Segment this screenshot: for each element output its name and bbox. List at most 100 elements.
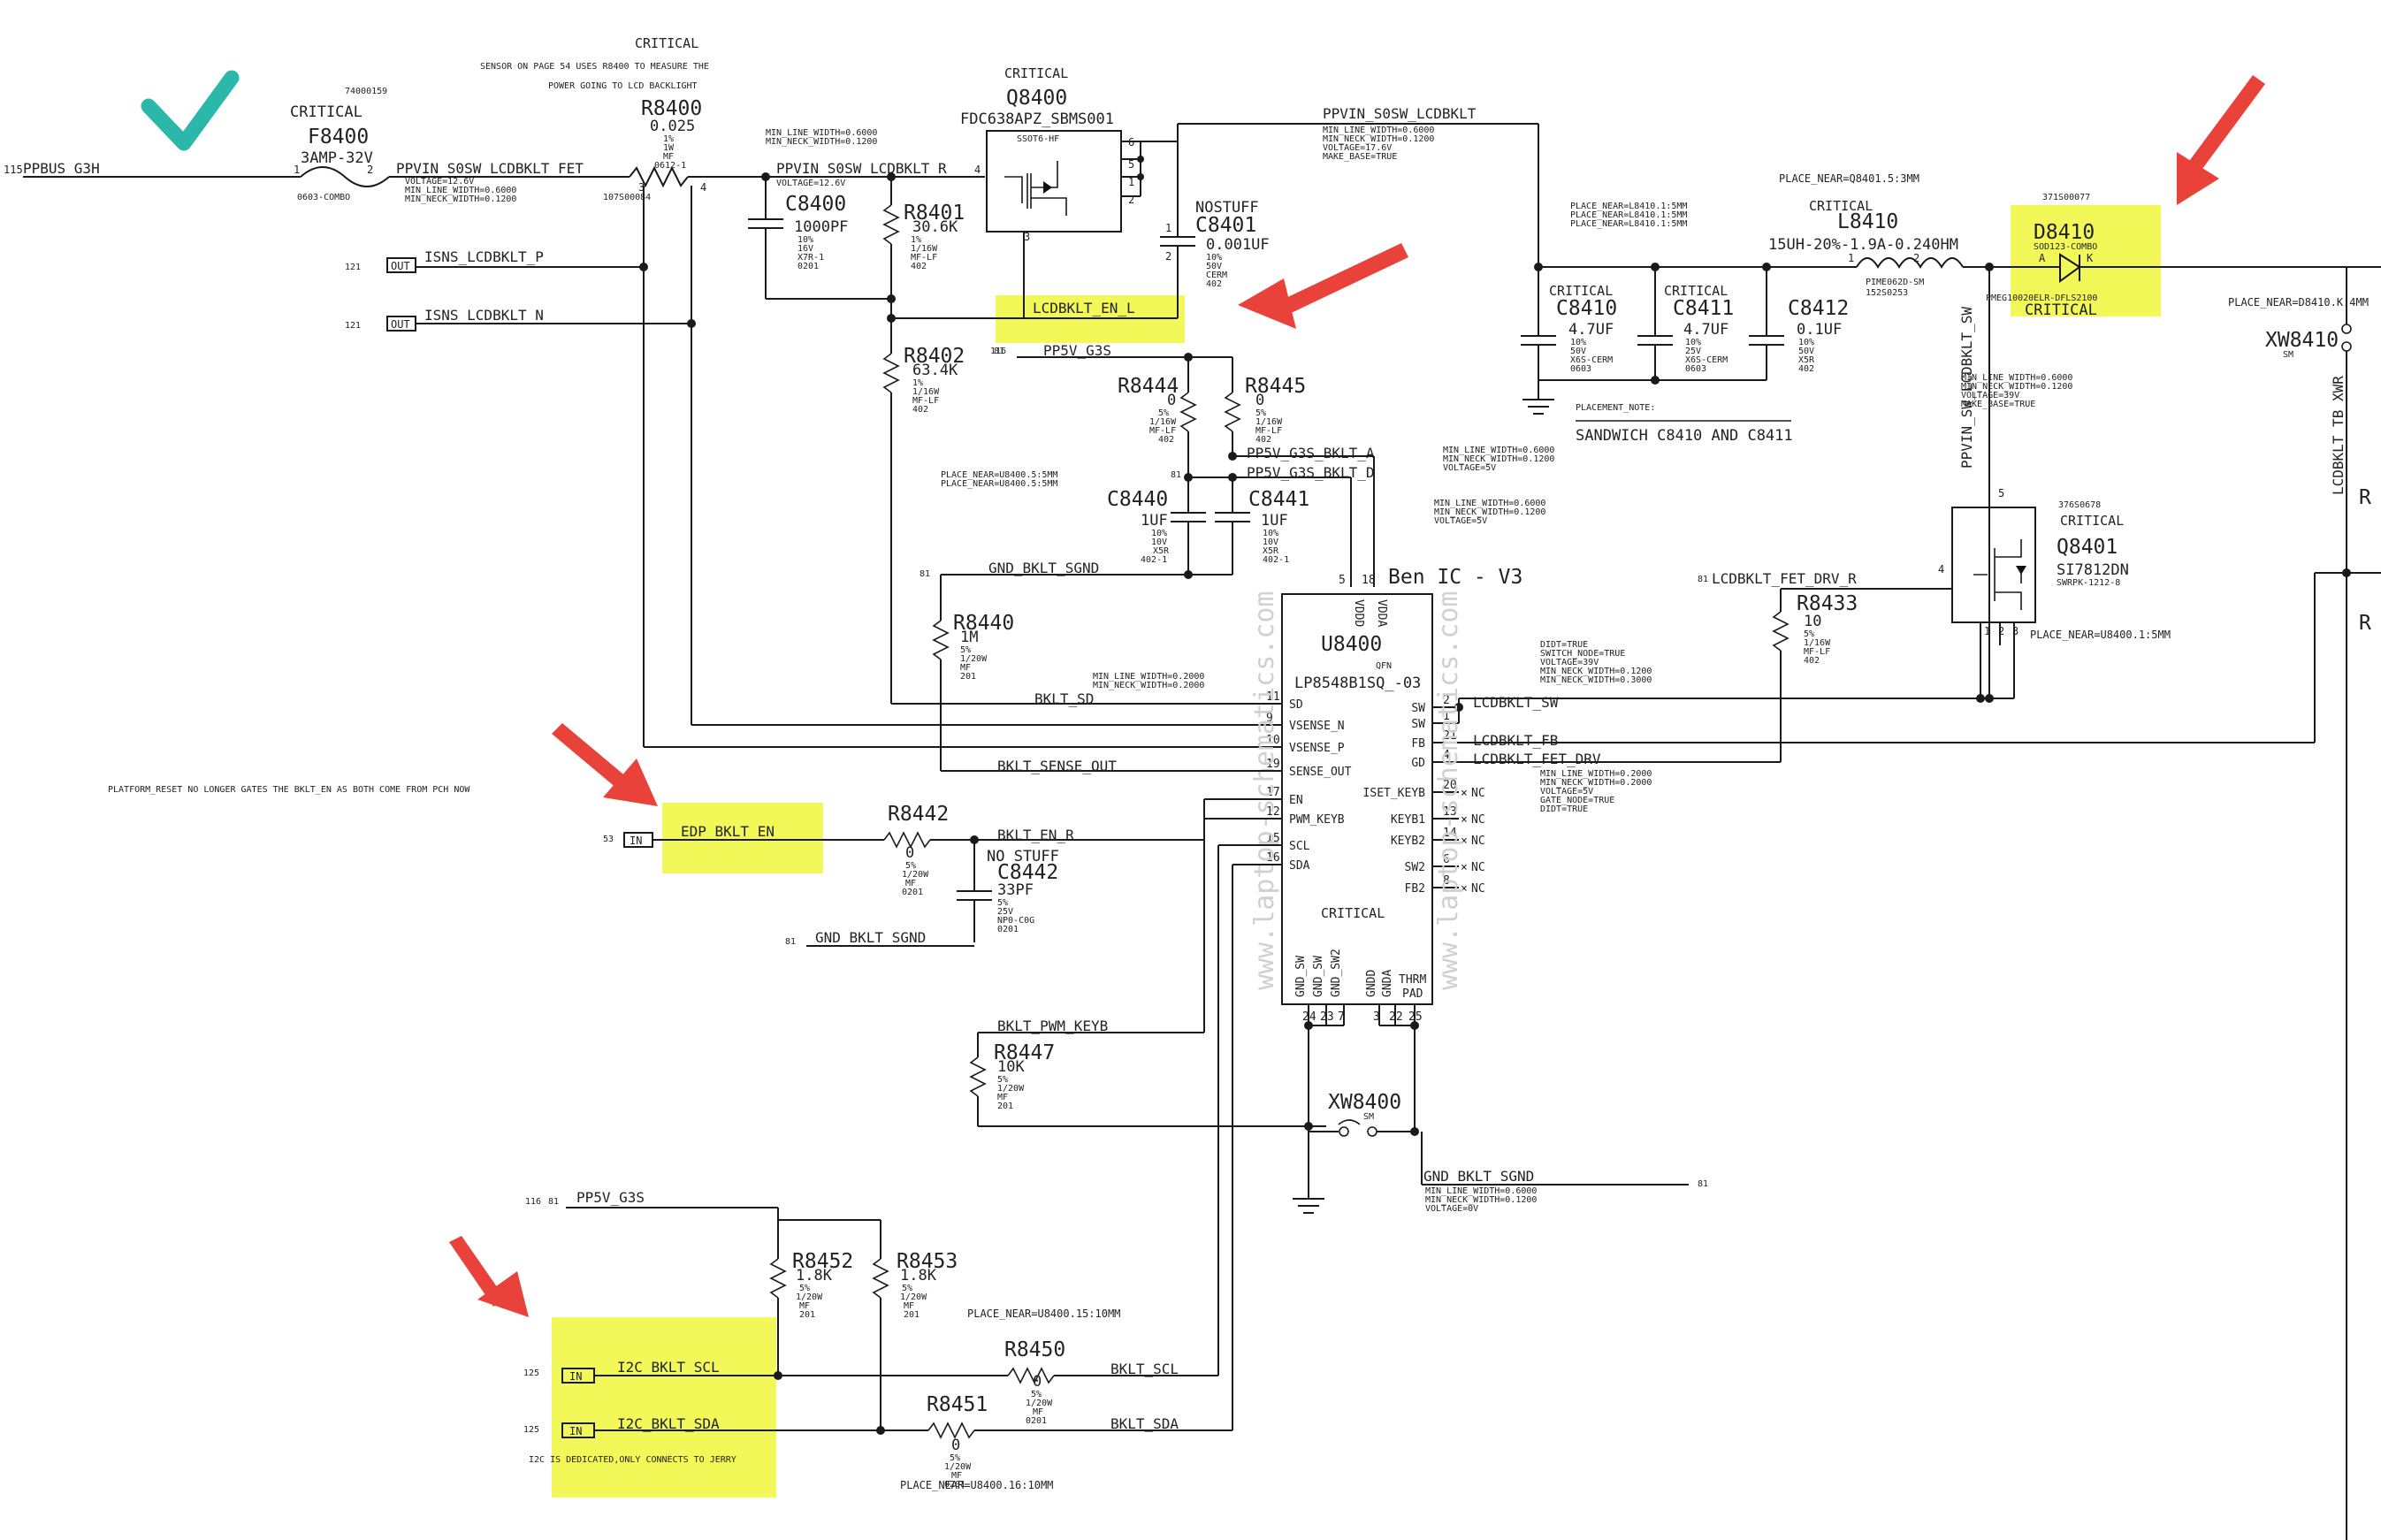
svg-text:121: 121: [345, 263, 361, 272]
svg-text:2: 2: [367, 164, 373, 176]
svg-text:1W: 1W: [663, 143, 675, 153]
svg-text:3: 3: [1024, 231, 1030, 243]
svg-text:33PF: 33PF: [997, 881, 1034, 899]
svg-text:402: 402: [912, 405, 928, 415]
net-isns-p: ISNS_LCDBKLT_P: [424, 248, 544, 265]
u8400-pin-number: 6: [1443, 853, 1450, 866]
mosfet-q8401: [1951, 507, 2036, 623]
svg-text:1M: 1M: [960, 629, 978, 646]
svg-text:MIN_NECK_WIDTH=0.1200: MIN_NECK_WIDTH=0.1200: [1443, 454, 1554, 464]
nc-mark-icon: ×: [1461, 835, 1468, 848]
u8400-pin-number: 19: [1266, 758, 1280, 771]
svg-text:R: R: [2359, 486, 2371, 509]
svg-text:402: 402: [1255, 435, 1271, 445]
svg-text:125: 125: [523, 1368, 539, 1378]
u8400-pin-name: SENSE_OUT: [1289, 766, 1352, 779]
u8400-pin-name: VSENSE_N: [1289, 720, 1345, 733]
svg-text:PLACE_NEAR=U8400.5:5MM: PLACE_NEAR=U8400.5:5MM: [941, 479, 1057, 489]
u8400-pin-name: GNDA: [1381, 970, 1394, 997]
svg-text:0: 0: [1167, 392, 1176, 409]
svg-text:PLACE_NEAR=U8400.15:10MM: PLACE_NEAR=U8400.15:10MM: [967, 1307, 1120, 1320]
svg-text:5: 5: [1128, 158, 1134, 171]
svg-text:PMEG10020ELR-DFLS2100: PMEG10020ELR-DFLS2100: [1986, 294, 2097, 303]
svg-text:10V: 10V: [1263, 537, 1278, 547]
svg-text:402: 402: [1798, 364, 1814, 374]
svg-text:MF: MF: [799, 1301, 810, 1311]
resistor-r8433: [1772, 611, 1790, 652]
svg-text:MIN_LINE_WIDTH=0.2000: MIN_LINE_WIDTH=0.2000: [1540, 769, 1652, 779]
svg-text:1.8K: 1.8K: [796, 1267, 833, 1285]
u8400-pin-number: 16: [1266, 851, 1280, 865]
svg-text:10%: 10%: [1263, 529, 1278, 538]
u8400-pin-name: THRM: [1399, 973, 1426, 987]
svg-text:1: 1: [1848, 252, 1854, 264]
svg-text:QFN: QFN: [1376, 661, 1392, 671]
net-lcdbklt-fb: LCDBKLT_FB: [1473, 732, 1558, 749]
svg-text:0201: 0201: [944, 1480, 965, 1490]
net-pp5v-d: PP5V_G3S_BKLT_D: [1247, 464, 1375, 481]
svg-text:2: 2: [1998, 625, 2004, 637]
svg-text:81: 81: [920, 569, 930, 579]
svg-text:MF: MF: [951, 1471, 962, 1481]
u8400-pin-number: 21: [1443, 729, 1457, 743]
highlight-d8410: [2011, 205, 2161, 316]
nc-label: NC: [1471, 813, 1485, 827]
svg-text:OUT: OUT: [391, 318, 410, 331]
svg-text:LP8548B1SQ_-03: LP8548B1SQ_-03: [1294, 675, 1421, 692]
nc-mark-icon: ×: [1461, 861, 1468, 874]
u8400-pin-number: 9: [1266, 712, 1273, 725]
svg-text:201: 201: [799, 1310, 815, 1320]
r8433-ref: R8433: [1797, 592, 1858, 615]
d8410-crit: CRITICAL: [2025, 301, 2097, 319]
svg-text:X5R: X5R: [1153, 546, 1170, 556]
red-arrow-icon: [1238, 243, 1408, 329]
net-gnd-sgnd: GND_BKLT_SGND: [815, 929, 926, 946]
svg-text:1/20W: 1/20W: [1026, 1399, 1053, 1408]
net-bklt-sd: BKLT_SD: [1034, 690, 1094, 707]
checkmark-icon: [141, 70, 240, 151]
highlight-i2c: [552, 1317, 776, 1498]
resistor-r8452: [769, 1258, 787, 1299]
svg-text:2: 2: [1165, 250, 1171, 263]
u8400-pin-name: VDDD: [1352, 599, 1365, 627]
svg-text:PLACE_NEAR=L8410.1:5MM: PLACE_NEAR=L8410.1:5MM: [1570, 210, 1687, 220]
resistor-r8444: [1179, 392, 1197, 432]
u8400-pin-number: 1: [1443, 710, 1450, 723]
svg-text:MIN_NECK_WIDTH=0.2000: MIN_NECK_WIDTH=0.2000: [1540, 778, 1652, 788]
svg-text:5%: 5%: [902, 1284, 912, 1293]
svg-text:FDC638APZ_SBMS001: FDC638APZ_SBMS001: [960, 111, 1114, 128]
svg-text:VOLTAGE=17.6V: VOLTAGE=17.6V: [1323, 143, 1392, 153]
svg-text:VOLTAGE=39V: VOLTAGE=39V: [1540, 658, 1599, 667]
c8411-crit: CRITICAL: [1664, 283, 1728, 299]
u8400-pin-number: 13: [1443, 805, 1457, 819]
u8400-pin-name: GND_SW: [1294, 956, 1308, 997]
svg-text:5%: 5%: [997, 898, 1008, 908]
resistor-r8450: [1007, 1367, 1055, 1384]
u8400-pin-number: 14: [1443, 827, 1457, 840]
c8410-ref: C8410: [1556, 297, 1617, 320]
svg-text:MF-LF: MF-LF: [1255, 426, 1282, 436]
svg-text:PLACE_NEAR=U8400.1:5MM: PLACE_NEAR=U8400.1:5MM: [2030, 629, 2171, 641]
q8400-crit: CRITICAL: [1004, 65, 1068, 81]
svg-text:25V: 25V: [997, 907, 1013, 917]
c8441-ref: C8441: [1248, 488, 1309, 511]
svg-text:1/20W: 1/20W: [796, 1292, 823, 1302]
svg-text:201: 201: [960, 672, 976, 682]
svg-text:1%: 1%: [663, 134, 674, 144]
u8400-bottom-pins: 24GND_SW23GND_SW7GND_SW23GNDD22GNDA25THR…: [1294, 949, 1426, 1024]
sensor-note-line2: POWER GOING TO LCD BACKLIGHT: [548, 81, 698, 91]
svg-text:376S0678: 376S0678: [2058, 500, 2101, 510]
port-out-icon: [386, 257, 416, 273]
svg-text:201: 201: [997, 1102, 1013, 1111]
svg-text:IN: IN: [569, 1425, 582, 1437]
u8400-pin-name: SW: [1411, 702, 1425, 715]
svg-text:81: 81: [994, 347, 1004, 356]
svg-text:116: 116: [525, 1197, 541, 1207]
q8400-ref: Q8400: [1006, 87, 1067, 110]
f8400-ref: F8400: [308, 126, 369, 149]
svg-text:MIN_LINE_WIDTH=0.6000: MIN_LINE_WIDTH=0.6000: [1443, 446, 1554, 455]
watermark: www.laptop-schematics.com: [1249, 591, 1280, 990]
svg-text:MAKE_BASE=TRUE: MAKE_BASE=TRUE: [1323, 152, 1397, 162]
resistor-r8447: [969, 1056, 987, 1097]
svg-text:81: 81: [1698, 1179, 1708, 1189]
